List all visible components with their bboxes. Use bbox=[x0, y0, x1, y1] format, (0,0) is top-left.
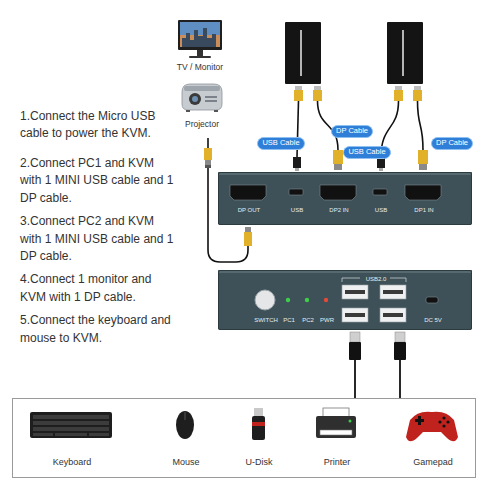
port-label: DP2 IN bbox=[329, 207, 348, 213]
cable-label: DP Cable bbox=[336, 127, 368, 135]
monitor-icon bbox=[178, 20, 222, 58]
port-label: DP1 IN bbox=[414, 207, 433, 213]
cable-label: USB Cable bbox=[262, 139, 299, 147]
instruction-step: 2.Connect PC1 and KVM with 1 MINI USB ca… bbox=[20, 155, 178, 207]
port-label: DC 5V bbox=[424, 317, 442, 323]
device-caption: Projector bbox=[185, 120, 219, 129]
printer-icon bbox=[316, 408, 356, 438]
mouse-icon bbox=[176, 411, 194, 439]
dp-cable bbox=[413, 86, 428, 170]
instruction-step: 1.Connect the Micro USB cable to power t… bbox=[20, 108, 178, 143]
cable-tag: USB Cable bbox=[343, 146, 391, 159]
cable-tag: DP Cable bbox=[431, 137, 473, 150]
pc-tower bbox=[285, 22, 321, 84]
port-label: USB bbox=[291, 207, 303, 213]
cable-label: DP Cable bbox=[436, 139, 468, 147]
port-label: PC1 bbox=[283, 317, 295, 323]
device-caption: TV / Monitor bbox=[177, 63, 223, 72]
usb-cable bbox=[293, 86, 303, 171]
port-label: USB bbox=[375, 207, 387, 213]
port-label: SWITCH bbox=[254, 317, 278, 323]
keyboard-icon bbox=[30, 412, 112, 438]
cable-label: USB Cable bbox=[348, 148, 385, 156]
instruction-step: 3.Connect PC2 and KVM with 1 MINI USB ca… bbox=[20, 213, 178, 265]
instruction-step: 5.Connect the keyboard and mouse to KVM. bbox=[20, 312, 178, 347]
port-label: DP OUT bbox=[238, 207, 261, 213]
port-label: USB2.0 bbox=[366, 276, 387, 282]
cable-tag: DP Cable bbox=[331, 125, 373, 138]
peripheral-tray: Keyboard Mouse U-Disk Printer Gamepad bbox=[12, 398, 476, 478]
device-name: Mouse bbox=[172, 458, 199, 467]
projector-icon bbox=[182, 84, 222, 112]
port-label: PWR bbox=[320, 317, 334, 323]
device-name: Gamepad bbox=[413, 458, 453, 467]
port-label: PC2 bbox=[302, 317, 314, 323]
gamepad-icon bbox=[406, 412, 458, 442]
instruction-step: 4.Connect 1 monitor and KVM with 1 DP ca… bbox=[20, 271, 178, 306]
usb-cable bbox=[394, 332, 406, 398]
usb-disk-icon bbox=[252, 408, 265, 440]
kvm-back-panel: DP OUT USB DP2 IN USB DP1 IN bbox=[218, 172, 472, 225]
kvm-front-panel bbox=[218, 270, 472, 330]
kvm-front-panel: SWITCH PC1 PC2 PWR USB2.0 DC 5V bbox=[218, 270, 472, 330]
cable-tag: USB Cable bbox=[257, 137, 305, 150]
usb-cable bbox=[349, 332, 361, 398]
pc-tower bbox=[387, 22, 423, 84]
device-name: U-Disk bbox=[246, 458, 273, 467]
kvm-back-panel bbox=[218, 172, 472, 225]
device-name: Printer bbox=[324, 458, 351, 467]
device-name: Keyboard bbox=[53, 458, 92, 467]
